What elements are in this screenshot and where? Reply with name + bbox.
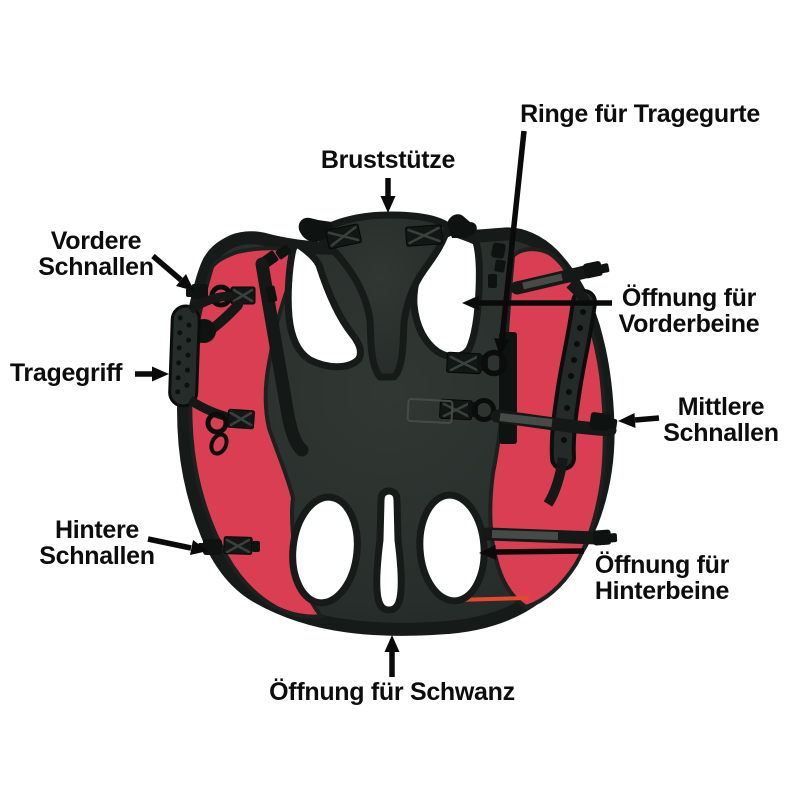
arrow-oeffnung-hinterbeine [479,545,585,560]
label-bruststuetze: Bruststütze [320,146,456,174]
arrow-oeffnung-schwanz [384,635,400,677]
arrow-tragegriff [135,366,169,382]
label-oeffnung-schwanz: Öffnung für Schwanz [269,678,515,706]
tail-opening [373,487,405,614]
front-leg-opening-left [284,239,364,371]
buckle-shoulder-right [488,242,506,288]
label-vordere-schnallen: Vordere Schnallen [38,227,154,281]
arrow-oeffnung-vorderbeine [462,295,612,311]
label-oeffnung-vorderbeine: Öffnung für Vorderbeine [618,284,760,338]
arrow-bruststuetze [380,178,396,213]
buckle-rear-left [198,536,260,555]
label-mittlere-schnallen: Mittlere Schnallen [663,393,779,447]
d-ring-lower [439,398,496,422]
chest-strap-box-right [405,224,444,247]
arrow-vordere-schnallen [151,253,194,291]
d-ring-upper [446,349,508,377]
arrow-mittlere-schnallen [618,413,660,428]
handle-strap-top [187,291,233,314]
label-tragegriff: Tragegriff [9,359,123,387]
strap-keeper-left [265,285,278,303]
carry-handle-left [168,304,201,408]
strap-middle-right [406,398,618,437]
chest-ear-left [298,217,334,242]
strap-lower-right [481,527,618,546]
label-ringe-fuer-tragegurte: Ringe für Tragegurte [520,100,760,128]
d-ring-lower-left [205,408,255,456]
hind-leg-opening-right [416,491,488,605]
chest-ear-right [447,214,477,238]
hind-leg-opening-left [289,493,361,607]
strap-upper-right [510,261,610,295]
chest-support [312,211,452,381]
label-hintere-schnallen: Hintere Schnallen [39,516,155,570]
arrow-hintere-schnallen [147,536,208,555]
chest-strap-box-left [325,223,362,250]
label-oeffnung-hinterbeine: Öffnung für Hinterbeine [594,551,730,605]
